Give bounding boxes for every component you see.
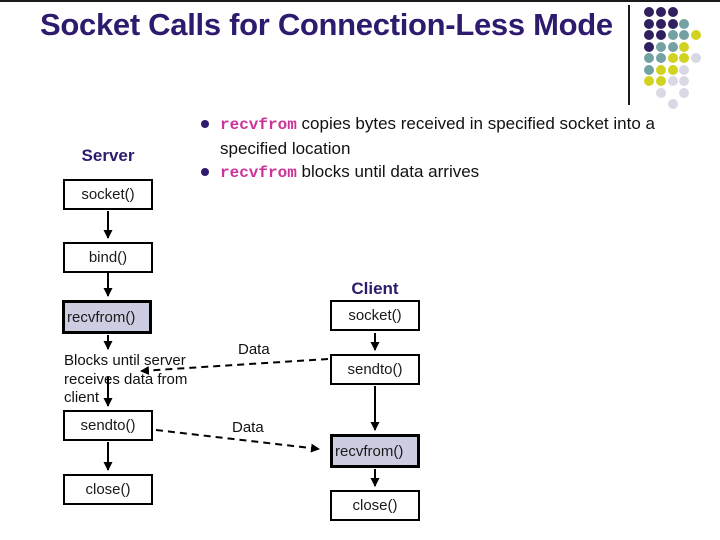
code-recvfrom: recvfrom (220, 116, 297, 134)
server-label: Server (81, 146, 135, 165)
decorative-dot (655, 53, 666, 63)
decorative-dot (679, 41, 690, 52)
decorative-dot (667, 18, 678, 29)
dots-decoration (644, 7, 714, 119)
slide-top-edge (0, 0, 720, 2)
decorative-dot (667, 53, 678, 63)
data-label-server-to-client: Data (232, 419, 264, 436)
decorative-dot (644, 41, 654, 52)
decorative-dot (667, 76, 678, 86)
bullet-text: blocks until data arrives (296, 162, 480, 181)
server-sendto-box: sendto() (63, 410, 153, 441)
client-socket-box: socket() (330, 300, 420, 331)
decorative-dot (667, 7, 678, 17)
decorative-dot (655, 30, 666, 40)
bullet-item: recvfrom copies bytes received in specif… (193, 112, 698, 160)
decorative-dot (691, 53, 702, 63)
decorative-dot (655, 76, 666, 86)
decorative-dot (679, 18, 690, 29)
decorative-dot (679, 87, 690, 98)
decorative-dot (644, 7, 654, 17)
decorative-dot (644, 76, 654, 86)
decorative-dot (655, 64, 666, 75)
bullet-list: recvfrom copies bytes received in specif… (193, 112, 698, 185)
client-label: Client (351, 279, 399, 298)
decorative-dot (644, 64, 654, 75)
server-socket-box: socket() (63, 179, 153, 210)
decorative-dot (679, 76, 690, 86)
server-close-box: close() (63, 474, 153, 505)
decorative-dot (644, 18, 654, 29)
code-recvfrom: recvfrom (220, 164, 297, 182)
decorative-dot (644, 53, 654, 63)
decorative-dot (691, 30, 702, 40)
decorative-dot (644, 30, 654, 40)
client-recvfrom-box: recvfrom() (330, 434, 420, 468)
slide-title: Socket Calls for Connection-Less Mode (40, 7, 613, 42)
client-sendto-box: sendto() (330, 354, 420, 385)
server-recvfrom-box: recvfrom() (62, 300, 152, 334)
bullet-text: copies bytes received in specified socke… (220, 114, 655, 158)
server-bind-box: bind() (63, 242, 153, 273)
decorative-dot (679, 64, 690, 75)
decorative-dot (667, 64, 678, 75)
bullet-item: recvfrom blocks until data arrives (193, 160, 698, 185)
decorative-dot (667, 30, 678, 40)
decorative-dot (655, 18, 666, 29)
blocks-note: Blocks until server receives data from c… (64, 352, 188, 406)
client-close-box: close() (330, 490, 420, 521)
decorative-dot (655, 87, 666, 98)
decorative-dot (667, 99, 678, 109)
decorative-dot (679, 53, 690, 63)
decorative-dot (655, 7, 666, 17)
decorative-dot (679, 30, 690, 40)
data-label-client-to-server: Data (238, 341, 270, 358)
decorative-dot (655, 41, 666, 52)
decorative-dot (667, 41, 678, 52)
title-separator-line (628, 5, 630, 105)
